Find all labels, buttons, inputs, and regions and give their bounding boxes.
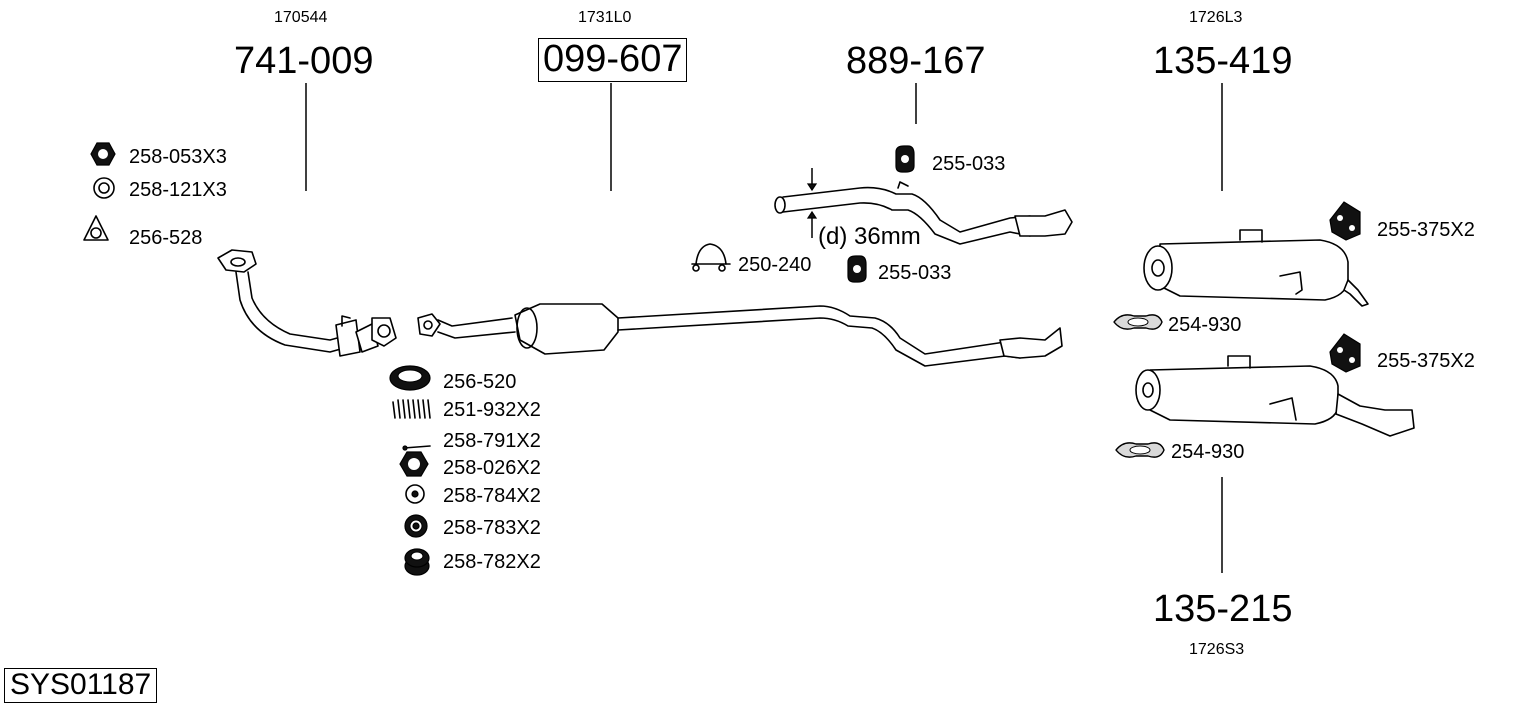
fitting-label[interactable]: 256-528 xyxy=(129,227,203,249)
pipe-clamp-icon xyxy=(691,243,731,272)
assembly-ref-label: 170544 xyxy=(274,9,328,26)
silencer-135-215-drawing xyxy=(1135,355,1415,437)
assembly-part-number[interactable]: 889-167 xyxy=(846,40,986,82)
fitting-label[interactable]: 255-033 xyxy=(878,262,952,284)
sealing-ring-icon xyxy=(389,365,431,391)
centre-pipe-drawing xyxy=(417,303,1063,367)
rubber-mount-icon xyxy=(895,145,915,173)
rear-pipe-drawing xyxy=(774,168,1073,245)
front-pipe-drawing xyxy=(217,249,397,357)
fitting-label[interactable]: 258-053X3 xyxy=(129,146,227,168)
bolt-icon xyxy=(402,445,431,451)
fitting-label[interactable]: 258-026X2 xyxy=(443,457,541,479)
fitting-label[interactable]: 255-375X2 xyxy=(1377,219,1475,241)
rubber-mount-icon-2 xyxy=(847,255,867,283)
assembly-part-number-highlighted[interactable]: 099-607 xyxy=(538,38,688,82)
exhaust-clamp-icon-2 xyxy=(1115,442,1165,458)
assembly-part-number[interactable]: 741-009 xyxy=(234,40,374,82)
fitting-label[interactable]: 255-375X2 xyxy=(1377,350,1475,372)
fitting-label[interactable]: 258-783X2 xyxy=(443,517,541,539)
fitting-label[interactable]: 250-240 xyxy=(738,254,812,276)
fitting-label[interactable]: 258-782X2 xyxy=(443,551,541,573)
spring-washer-stack-icon xyxy=(404,548,430,576)
fitting-label[interactable]: 254-930 xyxy=(1168,314,1242,336)
fitting-label[interactable]: 251-932X2 xyxy=(443,399,541,421)
hanger-mount-icon xyxy=(1329,201,1361,241)
nut-icon xyxy=(90,142,116,166)
nut-icon-2 xyxy=(399,451,429,477)
hanger-mount-icon-2 xyxy=(1329,333,1361,373)
flange-gasket-icon xyxy=(83,215,109,241)
exhaust-clamp-icon xyxy=(1113,314,1163,330)
fitting-label[interactable]: 255-033 xyxy=(932,153,1006,175)
fitting-label[interactable]: 258-784X2 xyxy=(443,485,541,507)
fitting-label[interactable]: 258-121X3 xyxy=(129,179,227,201)
assembly-part-number[interactable]: 135-215 xyxy=(1153,588,1293,630)
fitting-label[interactable]: 258-791X2 xyxy=(443,430,541,452)
fitting-label[interactable]: 254-930 xyxy=(1171,441,1245,463)
silencer-135-419-drawing xyxy=(1143,229,1369,307)
spring-icon xyxy=(392,399,431,419)
assembly-ref-label: 1726L3 xyxy=(1189,9,1243,26)
assembly-part-number[interactable]: 135-419 xyxy=(1153,40,1293,82)
fitting-label[interactable]: 256-520 xyxy=(443,371,517,393)
washer-icon xyxy=(93,177,115,199)
system-id-label: SYS01187 xyxy=(4,668,158,703)
assembly-ref-label: 1726S3 xyxy=(1189,641,1245,658)
spring-washer-icon xyxy=(404,514,428,538)
assembly-ref-label: 1731L0 xyxy=(578,9,632,26)
diameter-annotation: (d) 36mm xyxy=(818,223,921,250)
washer-icon-2 xyxy=(405,484,425,504)
